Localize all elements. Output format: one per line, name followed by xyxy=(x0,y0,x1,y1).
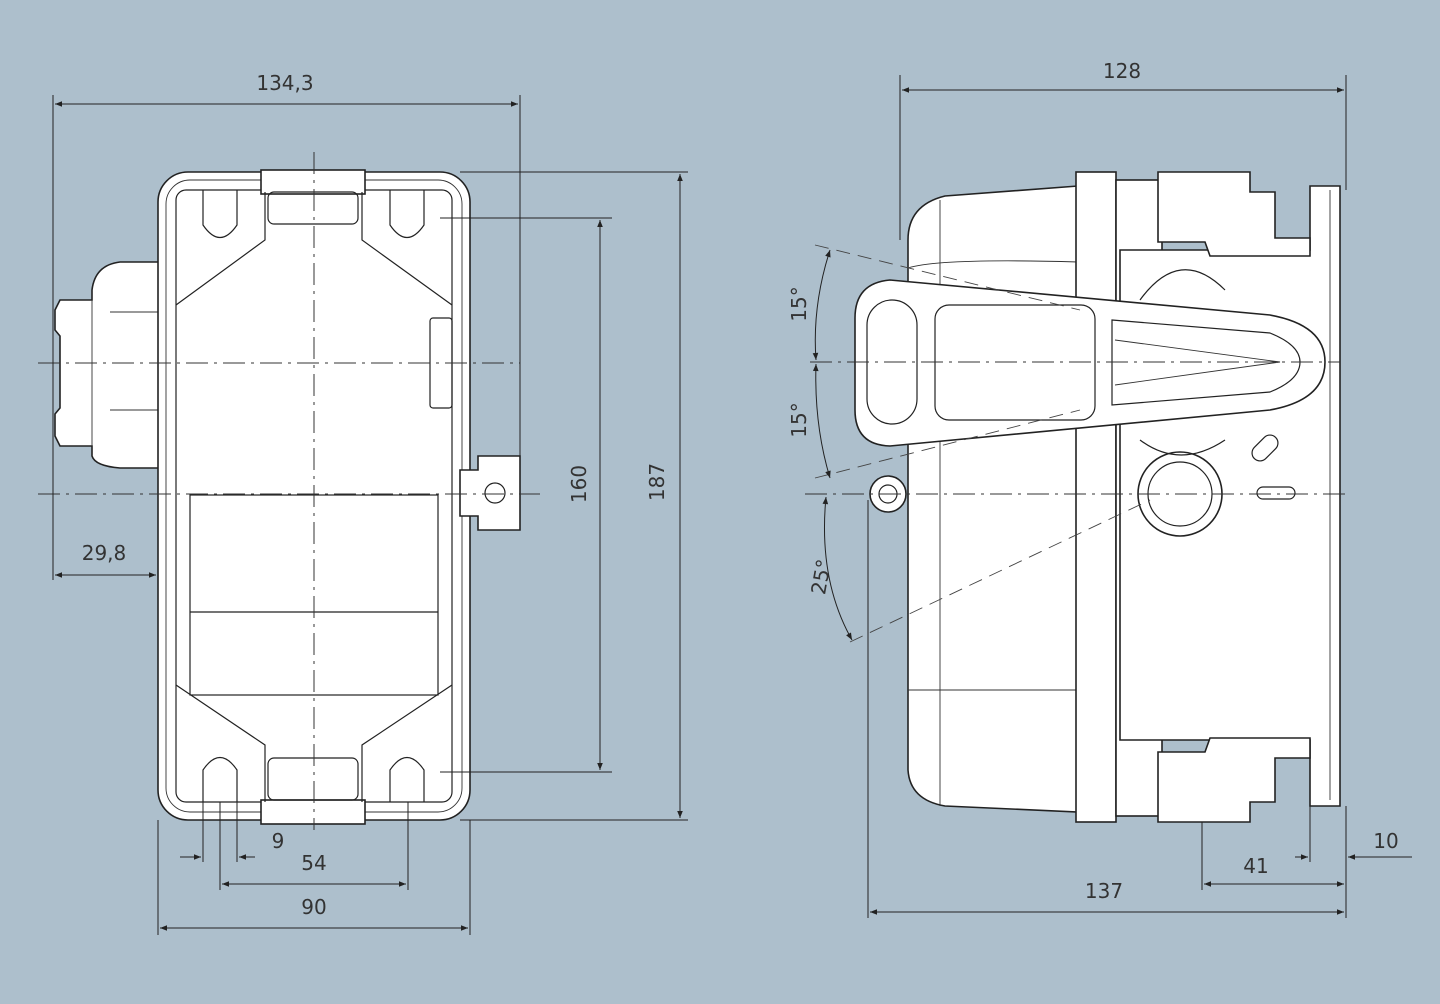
lid-body xyxy=(907,185,1079,813)
dim-angle-lower: 15° xyxy=(787,402,811,437)
side-view: 15° 15° 25° 128 137 41 10 xyxy=(787,59,1412,918)
dim-overall-width: 134,3 xyxy=(256,71,313,95)
dim-flange-offset: 41 xyxy=(1243,854,1268,878)
dim-flange-thickness: 10 xyxy=(1373,829,1398,853)
cable-gland-left xyxy=(54,261,166,469)
key-switch xyxy=(459,455,521,531)
front-view: 134,3 29,8 160 187 9 54 90 xyxy=(38,71,688,935)
dim-overall-depth: 137 xyxy=(1085,879,1123,903)
latch-handle xyxy=(854,279,1326,447)
dim-hole-vertical-spacing: 160 xyxy=(567,465,591,503)
dim-hole-spacing: 54 xyxy=(301,851,326,875)
screw-boss-icon xyxy=(202,190,425,802)
dim-overall-height: 187 xyxy=(645,463,669,501)
dim-depth-top: 128 xyxy=(1103,59,1141,83)
dim-slot-width: 9 xyxy=(272,829,285,853)
dim-angle-open: 25° xyxy=(806,557,836,596)
dim-angle-upper: 15° xyxy=(787,286,811,321)
dim-side-offset: 29,8 xyxy=(82,541,127,565)
dim-body-width: 90 xyxy=(301,895,326,919)
